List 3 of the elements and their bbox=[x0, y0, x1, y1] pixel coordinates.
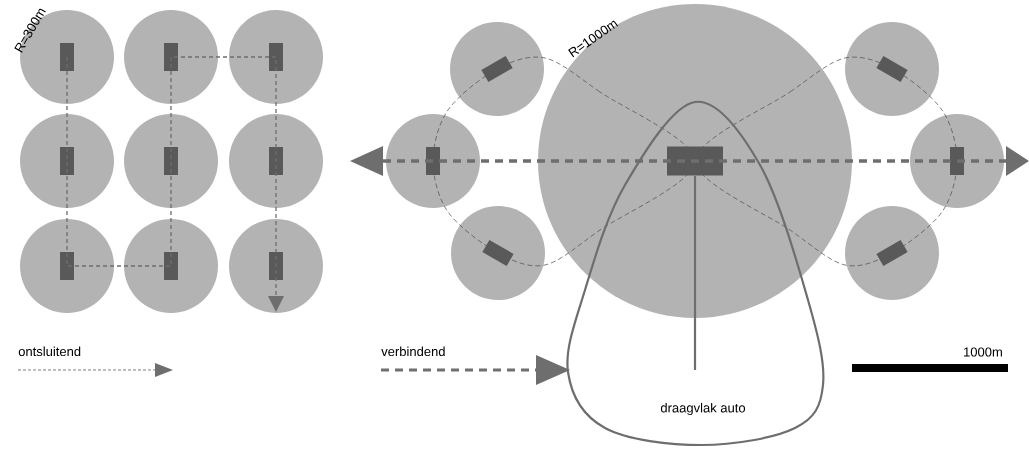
legend-label: verbindend bbox=[381, 346, 445, 357]
scale-label: 1000m bbox=[964, 347, 1002, 357]
legend-label: ontsluitend bbox=[18, 346, 81, 357]
